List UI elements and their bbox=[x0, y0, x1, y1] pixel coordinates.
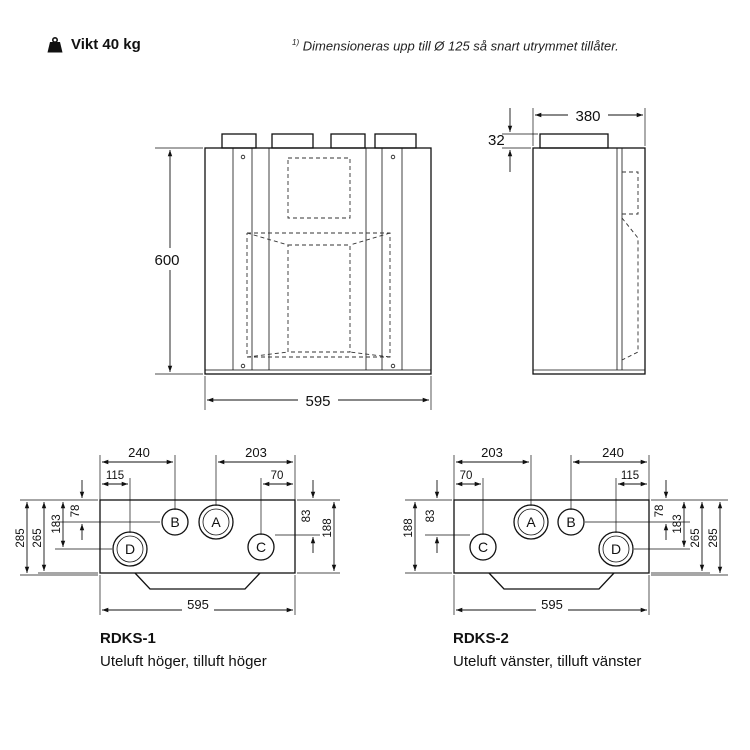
rdks1-dim-188: 188 bbox=[322, 518, 334, 537]
front-width-dim: 595 bbox=[305, 393, 330, 410]
rdks2-port-b: B bbox=[557, 508, 585, 536]
rdks1-dim-595: 595 bbox=[187, 597, 209, 612]
svg-text:C: C bbox=[478, 539, 488, 555]
rdks2-dim-183: 183 bbox=[672, 514, 684, 533]
front-collar-3 bbox=[330, 133, 366, 149]
front-collar-4 bbox=[374, 133, 417, 149]
rdks1-dim-70: 70 bbox=[271, 470, 284, 482]
rdks1-caption: RDKS-1 Uteluft höger, tilluft höger bbox=[100, 630, 267, 670]
weight-label: Vikt 40 kg bbox=[71, 36, 141, 53]
rdks2-dim-78: 78 bbox=[654, 505, 666, 518]
side-body bbox=[532, 147, 646, 375]
side-collar-dim: 32 bbox=[488, 132, 505, 149]
side-depth-dim: 380 bbox=[575, 108, 600, 125]
rdks1-description: Uteluft höger, tilluft höger bbox=[100, 653, 267, 670]
svg-text:B: B bbox=[170, 514, 179, 530]
rdks1-dim-240: 240 bbox=[128, 445, 150, 460]
rdks1-dim-203: 203 bbox=[245, 445, 267, 460]
rdks2-dim-83: 83 bbox=[425, 510, 437, 523]
rdks2-description: Uteluft vänster, tilluft vänster bbox=[453, 653, 642, 670]
footnote-text: Dimensioneras upp till Ø 125 så snart ut… bbox=[302, 38, 619, 54]
front-body bbox=[204, 147, 432, 375]
rdks2-top-view: A B C D 203 70 240 115 bbox=[403, 445, 728, 615]
rdks1-port-d: D bbox=[112, 531, 148, 567]
svg-text:A: A bbox=[211, 514, 221, 530]
rdks1-port-c: C bbox=[247, 533, 275, 561]
rdks2-model: RDKS-2 bbox=[453, 630, 509, 647]
rdks1-body bbox=[99, 499, 296, 574]
rdks2-dim-70: 70 bbox=[460, 470, 473, 482]
front-collar-2 bbox=[271, 133, 314, 149]
rdks1-dim-183: 183 bbox=[51, 514, 63, 533]
rdks2-dim-595: 595 bbox=[541, 597, 563, 612]
rdks2-dim-240: 240 bbox=[602, 445, 624, 460]
front-view: 600 595 bbox=[150, 133, 432, 410]
rdks1-model: RDKS-1 bbox=[100, 630, 156, 647]
rdks1-port-b: B bbox=[161, 508, 189, 536]
rdks2-port-c: C bbox=[469, 533, 497, 561]
rdks1-dim-285: 285 bbox=[15, 528, 27, 547]
weight-icon bbox=[47, 36, 63, 52]
svg-text:A: A bbox=[526, 514, 536, 530]
rdks1-dim-115: 115 bbox=[106, 470, 124, 482]
rdks1-dim-78: 78 bbox=[70, 505, 82, 518]
svg-text:D: D bbox=[611, 541, 621, 557]
svg-text:C: C bbox=[256, 539, 266, 555]
front-hidden-filter bbox=[287, 157, 351, 219]
rdks2-dim-265: 265 bbox=[690, 528, 702, 547]
rdks2-dim-188: 188 bbox=[403, 518, 415, 537]
footnote: 1) Dimensioneras upp till Ø 125 så snart… bbox=[292, 38, 619, 53]
rdks2-body bbox=[453, 499, 650, 574]
rdks2-dim-115: 115 bbox=[621, 470, 639, 482]
svg-text:B: B bbox=[566, 514, 575, 530]
side-view: 380 32 bbox=[488, 105, 646, 375]
svg-text:D: D bbox=[125, 541, 135, 557]
front-collar-1 bbox=[221, 133, 257, 149]
rdks1-dim-83: 83 bbox=[301, 510, 313, 523]
weight-info: Vikt 40 kg bbox=[47, 36, 141, 53]
rdks2-dim-203: 203 bbox=[481, 445, 503, 460]
rdks1-top-view: B A D C 240 115 203 70 bbox=[15, 445, 340, 615]
rdks2-dim-285: 285 bbox=[708, 528, 720, 547]
side-collar bbox=[539, 133, 609, 149]
rdks2-caption: RDKS-2 Uteluft vänster, tilluft vänster bbox=[453, 630, 641, 670]
rdks1-port-a: A bbox=[198, 504, 234, 540]
rdks1-dim-265: 265 bbox=[32, 528, 44, 547]
footnote-mark: 1) bbox=[292, 38, 300, 47]
rdks2-port-a: A bbox=[513, 504, 549, 540]
rdks2-port-d: D bbox=[598, 531, 634, 567]
front-height-dim: 600 bbox=[154, 252, 179, 269]
